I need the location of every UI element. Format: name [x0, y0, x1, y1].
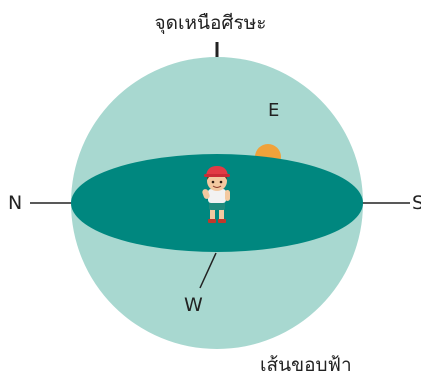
west-label: W	[184, 294, 203, 316]
north-label: N	[8, 192, 23, 214]
boy-observer-icon	[202, 166, 230, 223]
west-line	[199, 252, 217, 289]
horizon-label: เส้นขอบฟ้า	[260, 354, 352, 376]
zenith-label: จุดเหนือศีรษะ	[154, 12, 267, 34]
east-label: E	[268, 100, 280, 121]
south-label: S	[412, 192, 421, 214]
